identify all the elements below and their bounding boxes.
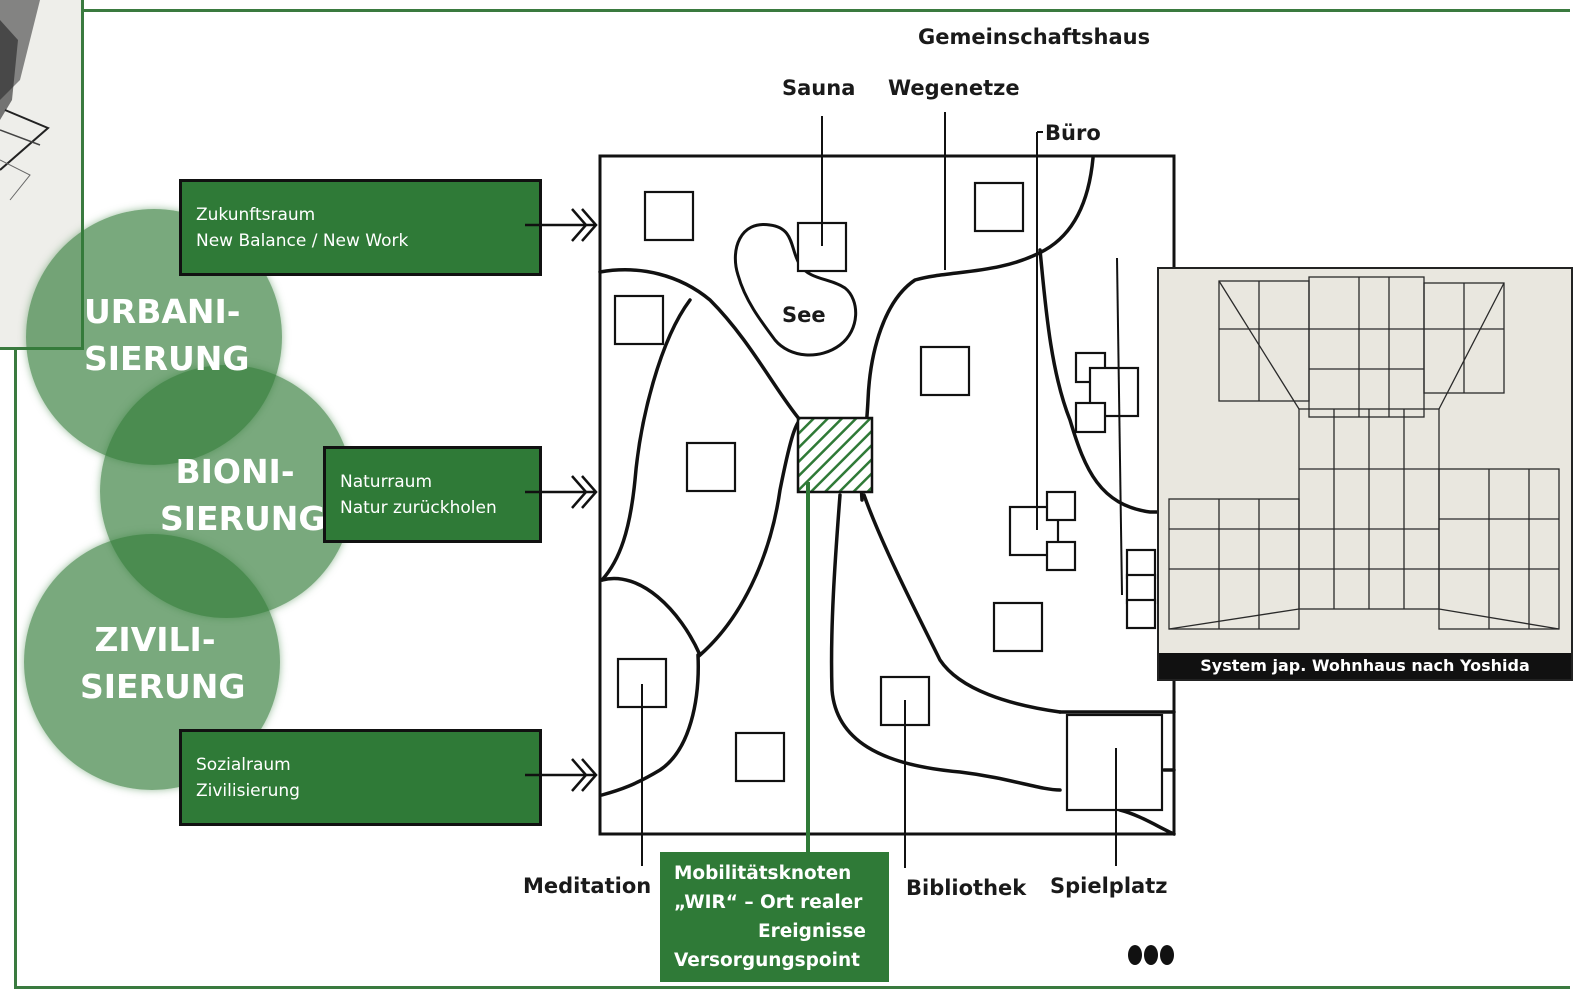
box-sozialraum: Sozialraum Zivilisierung: [179, 729, 542, 826]
mobility-line4: Versorgungspoint: [674, 950, 860, 971]
box-subtitle: Zivilisierung: [196, 781, 300, 801]
mobility-line2: „WIR“ – Ort realer: [674, 892, 863, 913]
circle-label-bionisierung: BIONI- SIERUNG: [160, 448, 326, 542]
circle-label-zivilisierung: ZIVILI- SIERUNG: [80, 616, 246, 710]
label-spielplatz: Spielplatz: [1050, 874, 1168, 898]
arrow-zukunft: [525, 208, 598, 242]
box-title: Sozialraum: [196, 755, 291, 775]
mobility-hub-box: Mobilitätsknoten „WIR“ – Ort realer Erei…: [660, 852, 889, 982]
label-see: See: [782, 303, 826, 327]
box-zukunftsraum: Zukunftsraum New Balance / New Work: [179, 179, 542, 276]
label-bibliothek: Bibliothek: [906, 876, 1027, 900]
more-dots-icon: [1128, 945, 1176, 969]
label-sauna: Sauna: [782, 76, 856, 100]
circle-label-line1: BIONI-: [175, 452, 295, 491]
box-subtitle: Natur zurückholen: [340, 498, 497, 518]
label-gemeinschaftshaus: Gemeinschaftshaus: [918, 25, 1151, 49]
mobility-node-hatched: [796, 416, 874, 494]
circle-label-urbanisierung: URBANI- SIERUNG: [84, 288, 250, 382]
arrow-natur: [525, 475, 598, 509]
house-sketch-drawing: [1159, 269, 1571, 657]
circle-label-line2: SIERUNG: [160, 499, 326, 538]
box-naturraum: Naturraum Natur zurückholen: [323, 446, 542, 543]
circle-label-line2: SIERUNG: [84, 339, 250, 378]
arrow-sozial: [525, 758, 598, 792]
sketch-drawing: [0, 0, 50, 201]
box-title: Zukunftsraum: [196, 205, 316, 225]
box-title: Naturraum: [340, 472, 433, 492]
label-wegenetze: Wegenetze: [888, 76, 1020, 100]
circle-label-line2: SIERUNG: [80, 667, 246, 706]
yoshida-house-sketch: System jap. Wohnhaus nach Yoshida: [1157, 267, 1573, 681]
label-meditation: Meditation: [523, 874, 652, 898]
circle-label-line1: URBANI-: [84, 292, 241, 331]
mobility-line1: Mobilitätsknoten: [674, 863, 852, 884]
photo-caption: System jap. Wohnhaus nach Yoshida: [1159, 653, 1571, 679]
box-subtitle: New Balance / New Work: [196, 231, 409, 251]
label-buero: Büro: [1045, 121, 1101, 145]
mobility-line3: Ereignisse: [758, 921, 866, 942]
slide-frame: [14, 9, 1570, 989]
circle-label-line1: ZIVILI-: [94, 620, 216, 659]
